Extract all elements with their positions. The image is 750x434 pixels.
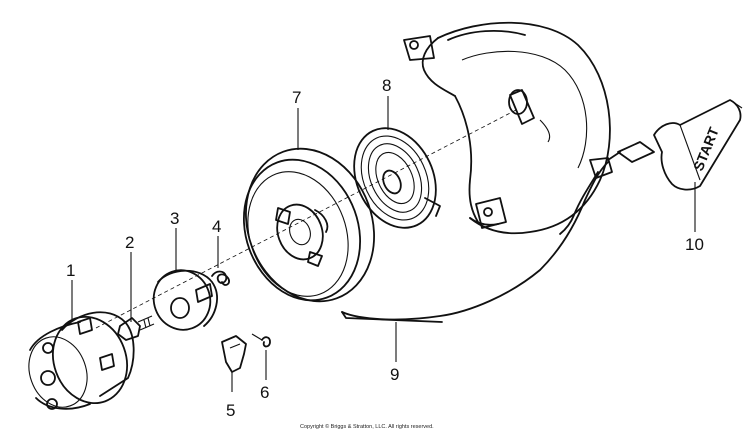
rope [341,161,609,323]
dog [221,335,247,373]
callout-4: 4 [212,217,222,236]
callout-7: 7 [292,88,302,107]
handle-start-text: START [690,124,722,173]
callout-5: 5 [226,401,236,420]
spring [211,270,230,286]
starter-cup [28,311,135,410]
starter-housing [403,21,613,235]
callout-8: 8 [382,76,392,95]
callout-leaders [71,96,696,392]
callout-3: 3 [170,209,180,228]
callout-9: 9 [390,365,400,384]
callout-1: 1 [66,261,76,280]
screw [117,315,155,341]
assembly-axis [95,109,517,329]
rewind-spring [353,127,441,229]
dog-spring [251,333,271,348]
callout-2: 2 [125,233,135,252]
callout-10: 10 [685,235,704,254]
copyright-notice: Copyright © Briggs & Stratton, LLC. All … [300,424,434,430]
callout-6: 6 [260,383,270,402]
pulley [243,147,375,303]
starter-handle: START [607,99,743,191]
retainer [152,269,218,331]
